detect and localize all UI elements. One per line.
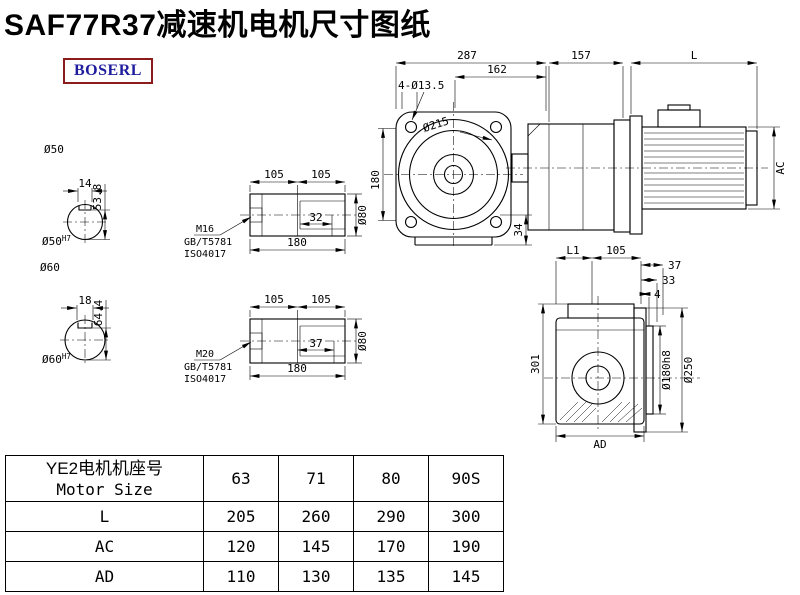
table-cell: 190 xyxy=(428,531,504,562)
dim-4-label: 4 xyxy=(654,288,661,301)
table-cell: 260 xyxy=(278,501,354,532)
table-row-AD: AD 110 130 135 145 xyxy=(5,561,504,592)
motor-size-col-63: 63 xyxy=(203,455,279,502)
brand-logo: BOSERL xyxy=(63,58,153,84)
bolt-hole xyxy=(489,215,503,229)
motor-size-col-90s: 90S xyxy=(428,455,504,502)
terminal-box-lid xyxy=(667,104,691,111)
dim-holes-label: 4-Ø13.5 xyxy=(398,79,444,92)
keyway-width-label: 14 xyxy=(78,177,92,190)
shaft-diameter-label: Ø60 xyxy=(40,261,60,274)
dim-motor-length-label: L xyxy=(691,49,698,62)
dim-height-label: 180 xyxy=(369,170,382,190)
dim-gear-length-label: 157 xyxy=(571,49,591,62)
shaft-detail-top: 105 105 32 180 Ø80 M16 GB/T5781 xyxy=(184,168,369,260)
shaft-end-view-small: Ø50 14 53.8 Ø50H7 xyxy=(42,143,110,248)
dim-diameter-label: Ø80 xyxy=(356,331,369,351)
keyway-slot xyxy=(78,205,92,211)
bore-tolerance: H7 xyxy=(62,234,71,243)
standard-gb-label: GB/T5781 xyxy=(184,362,232,373)
dim-seg2-label: 105 xyxy=(311,293,331,306)
shaft-detail-bottom: 105 105 37 180 Ø80 M20 GB/T5781 xyxy=(184,293,369,385)
dim-foot-label: 34 xyxy=(512,223,525,237)
table-row-L: L 205 260 290 300 xyxy=(5,501,504,532)
thread-label: M20 xyxy=(196,349,214,360)
table-cell: 110 xyxy=(203,561,279,592)
table-header-cn: YE2电机机座号 xyxy=(45,458,164,478)
terminal-box xyxy=(657,109,701,128)
keyway-slot xyxy=(77,322,93,329)
table-cell: 120 xyxy=(203,531,279,562)
table-cell: 170 xyxy=(353,531,429,562)
dim-105-label: 105 xyxy=(606,244,626,257)
row-label: L xyxy=(5,501,204,532)
row-label: AC xyxy=(5,531,204,562)
gearbox-back-view: L1 105 37 33 4 xyxy=(529,244,700,451)
table-cell: 300 xyxy=(428,501,504,532)
keyway-depth-label: 53.8 xyxy=(91,184,104,211)
dim-seg2-label: 105 xyxy=(311,168,331,181)
standard-iso-label: ISO4017 xyxy=(184,374,226,385)
dim-diameter-label: Ø80 xyxy=(356,205,369,225)
flange-spigot-edge xyxy=(645,325,654,415)
table-cell: 205 xyxy=(203,501,279,532)
dim-width-label: 287 xyxy=(457,49,477,62)
dim-inner-label: 162 xyxy=(487,63,507,76)
thread-label: M16 xyxy=(196,224,214,235)
table-cell: 145 xyxy=(428,561,504,592)
dim-flange-label: Ø250 xyxy=(682,357,695,384)
motor-size-col-71: 71 xyxy=(278,455,354,502)
dim-height-label: 301 xyxy=(529,354,542,374)
table-header-row: YE2电机机座号 Motor Size 63 71 80 90S xyxy=(5,455,504,502)
dim-33-label: 33 xyxy=(662,274,675,287)
dim-l1-label: L1 xyxy=(566,244,579,257)
bolt-hole xyxy=(489,120,503,134)
motor-flange xyxy=(629,115,643,235)
bolt-hole xyxy=(404,215,418,229)
page-title: SAF77R37减速机电机尺寸图纸 xyxy=(4,9,431,42)
shaft-end-view-large: Ø60 18 64.4 Ø60H7 xyxy=(40,261,111,366)
mounting-flange-edge xyxy=(567,303,635,319)
dim-total-label: 180 xyxy=(287,236,307,249)
dim-motor-height-label: AC xyxy=(774,161,787,174)
motor-side-view: 157 L xyxy=(506,49,787,235)
dim-spigot-label: Ø180h8 xyxy=(660,350,673,390)
dim-seg1-label: 105 xyxy=(264,293,284,306)
table-cell: 290 xyxy=(353,501,429,532)
table-header-en: Motor Size xyxy=(56,479,153,499)
dim-ad-label: AD xyxy=(593,438,606,451)
dim-flange-label: Ø215 xyxy=(421,114,450,135)
fan-cover xyxy=(745,130,758,206)
dim-key-label: 32 xyxy=(309,211,322,224)
row-label: AD xyxy=(5,561,204,592)
table-cell: 145 xyxy=(278,531,354,562)
motor-size-table: YE2电机机座号 Motor Size 63 71 80 90S L 205 2… xyxy=(5,455,504,592)
bore-label: Ø50H7 xyxy=(42,234,71,248)
shaft-diameter-label: Ø50 xyxy=(44,143,64,156)
dim-key-label: 37 xyxy=(309,337,322,350)
table-header-cell: YE2电机机座号 Motor Size xyxy=(5,455,204,502)
motor-adapter xyxy=(613,119,631,233)
table-cell: 135 xyxy=(353,561,429,592)
table-cell: 130 xyxy=(278,561,354,592)
standard-iso-label: ISO4017 xyxy=(184,249,226,260)
dim-total-label: 180 xyxy=(287,362,307,375)
gearbox-front-view: 287 162 4-Ø13.5 Ø215 xyxy=(369,49,547,246)
bore-diameter: Ø60 xyxy=(42,353,62,366)
bore-diameter: Ø50 xyxy=(42,235,62,248)
gear-housing-side xyxy=(527,123,615,231)
bolt-hole xyxy=(404,120,418,134)
keyway-depth-label: 64.4 xyxy=(92,299,105,326)
table-row-AC: AC 120 145 170 190 xyxy=(5,531,504,562)
housing-body xyxy=(555,317,645,425)
bore-tolerance: H7 xyxy=(62,352,71,361)
standard-gb-label: GB/T5781 xyxy=(184,237,232,248)
motor-size-col-80: 80 xyxy=(353,455,429,502)
keyway-width-label: 18 xyxy=(78,294,91,307)
dim-37-label: 37 xyxy=(668,259,681,272)
dim-seg1-label: 105 xyxy=(264,168,284,181)
bore-label: Ø60H7 xyxy=(42,352,71,366)
technical-drawing: Ø50 14 53.8 Ø50H7 Ø60 18 xyxy=(40,49,787,451)
